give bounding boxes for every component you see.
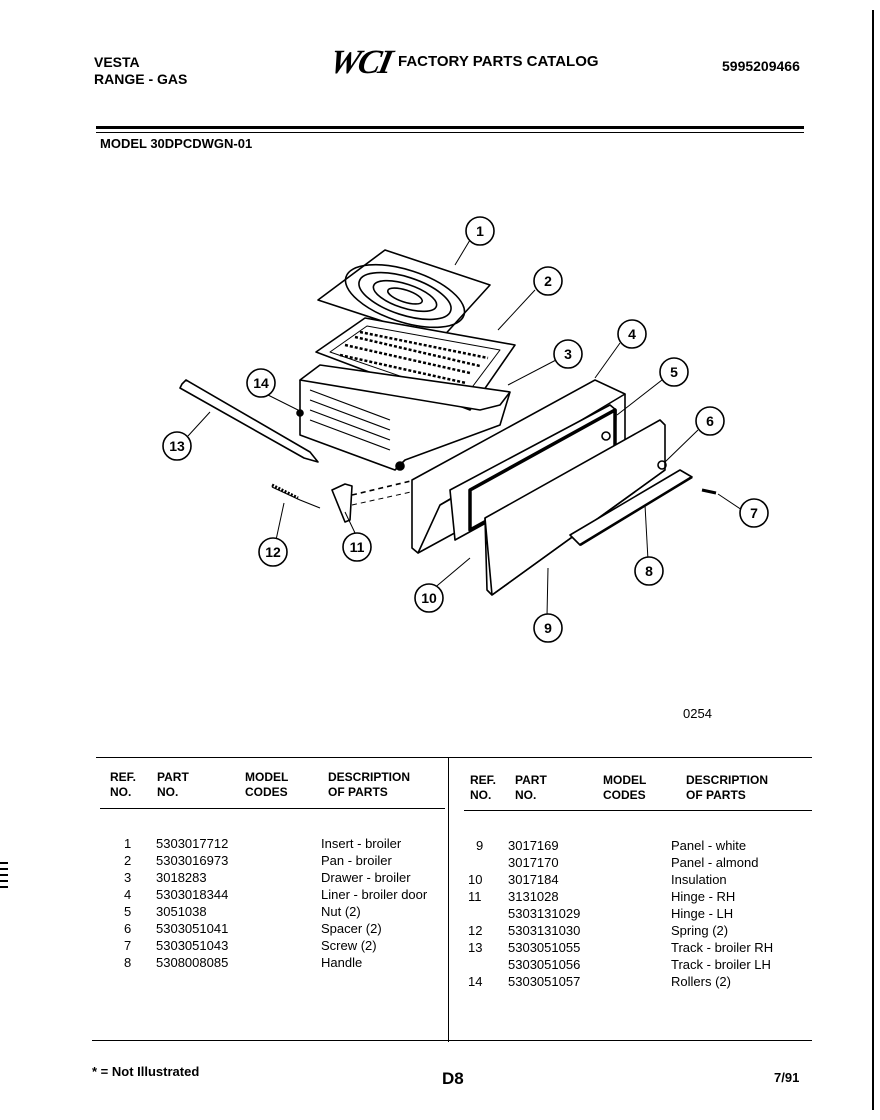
header-rule [96, 126, 804, 129]
broiler-track [179, 379, 319, 463]
header-ref-no-left: REF.NO. [110, 770, 137, 799]
page-frame [72, 10, 874, 1110]
brand-name: VESTA [94, 54, 140, 70]
header-rule-thin [96, 132, 804, 133]
callout-4 [617, 319, 647, 349]
header-ref-no-right: REF.NO. [470, 773, 497, 802]
callout-5 [659, 357, 689, 387]
callout-label: 8 [645, 563, 653, 579]
scan-edge-marks [0, 862, 8, 902]
callout-label: 7 [750, 505, 758, 521]
door-handle [569, 469, 693, 547]
callout-6 [695, 406, 725, 436]
table-bottom-rule [92, 1040, 812, 1041]
document-number: 5995209466 [722, 58, 800, 74]
table-top-rule [96, 757, 812, 758]
callout-label: 6 [706, 413, 714, 429]
callout-13 [162, 431, 192, 461]
wci-logo: WCI [326, 44, 395, 81]
callout-label: 5 [670, 364, 678, 380]
callout-3 [553, 339, 583, 369]
model-number: MODEL 30DPCDWGN-01 [100, 136, 253, 151]
callout-label: 4 [628, 326, 636, 342]
callout-7 [739, 498, 769, 528]
hinge [331, 479, 421, 523]
callout-9 [533, 613, 563, 643]
callout-11 [342, 532, 372, 562]
callout-label: 14 [253, 375, 269, 391]
table-header-rule-right [464, 810, 812, 811]
screw [701, 488, 717, 495]
callout-12 [258, 537, 288, 567]
figure-code: 0254 [683, 706, 712, 721]
callout-2 [533, 266, 563, 296]
page-id: D8 [442, 1069, 464, 1088]
spring [271, 483, 321, 509]
not-illustrated-note: * = Not Illustrated [92, 1064, 200, 1079]
callout-label: 1 [476, 223, 484, 239]
callout-1 [465, 216, 495, 246]
broiler-drawer [296, 364, 511, 471]
exploded-parts-diagram: 1 2 3 4 5 6 7 8 9 10 11 12 13 14 [162, 216, 769, 643]
callout-10 [414, 583, 444, 613]
nut [601, 431, 611, 441]
table-column-divider [448, 757, 449, 1042]
callout-label: 2 [544, 273, 552, 289]
callout-label: 11 [350, 539, 365, 555]
callout-label: 10 [421, 590, 437, 606]
catalog-title: FACTORY PARTS CATALOG [398, 53, 599, 70]
callout-label: 9 [544, 620, 552, 636]
product-type: RANGE - GAS [94, 71, 188, 87]
callout-label: 12 [265, 544, 281, 560]
revision-date: 7/91 [774, 1070, 800, 1085]
table-header-rule-left [100, 808, 445, 809]
header-left: VESTA RANGE - GAS [94, 54, 187, 88]
callout-8 [634, 556, 664, 586]
callout-label: 13 [169, 438, 185, 454]
callout-label: 3 [564, 346, 572, 362]
callout-14 [246, 368, 276, 398]
spacer [657, 460, 667, 470]
